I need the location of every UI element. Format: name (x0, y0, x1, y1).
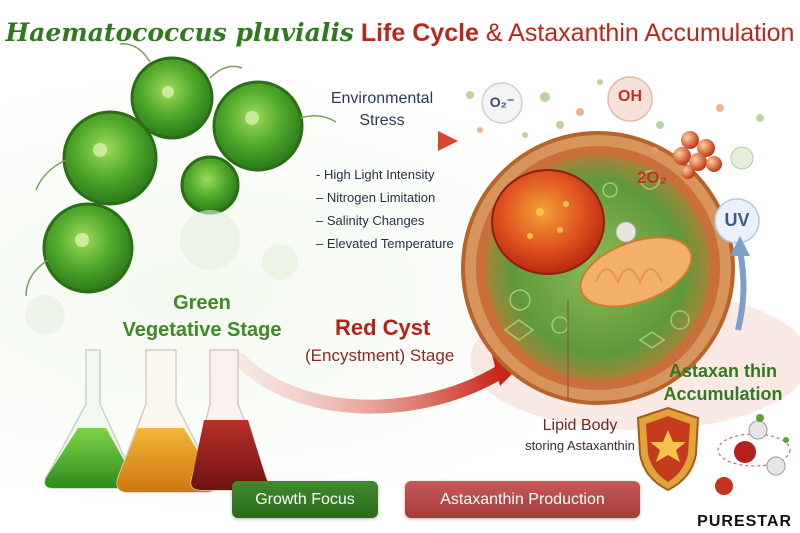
o2-label: O₂⁻ (489, 94, 515, 110)
uv-label: UV (724, 210, 750, 230)
stress-factor: - High Light Intensity (316, 167, 435, 182)
oh-radical (607, 76, 653, 122)
astaxanthin-cluster (673, 131, 722, 179)
o2-radical (481, 82, 523, 124)
astaxanthin-accumulation-label: Astaxan thin Accumulation (648, 360, 798, 407)
environmental-stress-heading: Environmental Stress (316, 88, 448, 131)
green-stage-line2: Vegetative Stage (122, 319, 282, 341)
stress-factor: – Nitrogen Limitation (316, 190, 436, 205)
encystment-stage-label: (Encystment) Stage (305, 346, 455, 365)
green-vegetative-stage-label: Green Vegetative Stage (92, 290, 312, 344)
env-heading-line2: Stress (359, 111, 405, 129)
stress-factor: – Elevated Temperature (316, 236, 454, 251)
two-o2-label: 2O₂ (636, 168, 668, 187)
lipid-sub-label: storing Astaxanthin (525, 438, 635, 454)
growth-focus-button[interactable]: Growth Focus (232, 481, 378, 518)
title-life-cycle: Life Cycle (360, 19, 479, 47)
encystment-arrow (233, 353, 507, 414)
green-stage-line1: Green (173, 292, 231, 314)
title-rest: & Astaxanthin Accumulation (485, 19, 795, 47)
brand-logo: PURESTAR (697, 513, 792, 530)
accumulation-line1: Astaxan thin (668, 361, 778, 381)
green-algae-cells (25, 43, 337, 297)
stress-factor-list: - High Light Intensity – Nitrogen Limita… (316, 163, 476, 255)
lipid-label: Lipid Body (542, 417, 618, 434)
shield-icon (636, 406, 700, 492)
lipid-body-label: Lipid Body storing Astaxanthin (490, 415, 670, 456)
red-cyst-label: Red Cyst (335, 315, 431, 340)
red-cyst-cell (461, 131, 735, 405)
title-species: Haematococcus pluvialis (5, 18, 354, 47)
page-title: Haematococcus pluvialis Life Cycle & Ast… (0, 18, 800, 48)
env-heading-line1: Environmental (330, 90, 434, 107)
stress-factor: – Salinity Changes (316, 213, 425, 228)
molecule-icons (715, 414, 791, 495)
astaxanthin-production-button[interactable]: Astaxanthin Production (405, 481, 640, 518)
accumulation-line2: Accumulation (663, 384, 783, 405)
oh-label: OH (618, 88, 642, 105)
flasks (44, 349, 269, 493)
lipid-body (491, 169, 605, 275)
mitochondrion (579, 236, 693, 308)
